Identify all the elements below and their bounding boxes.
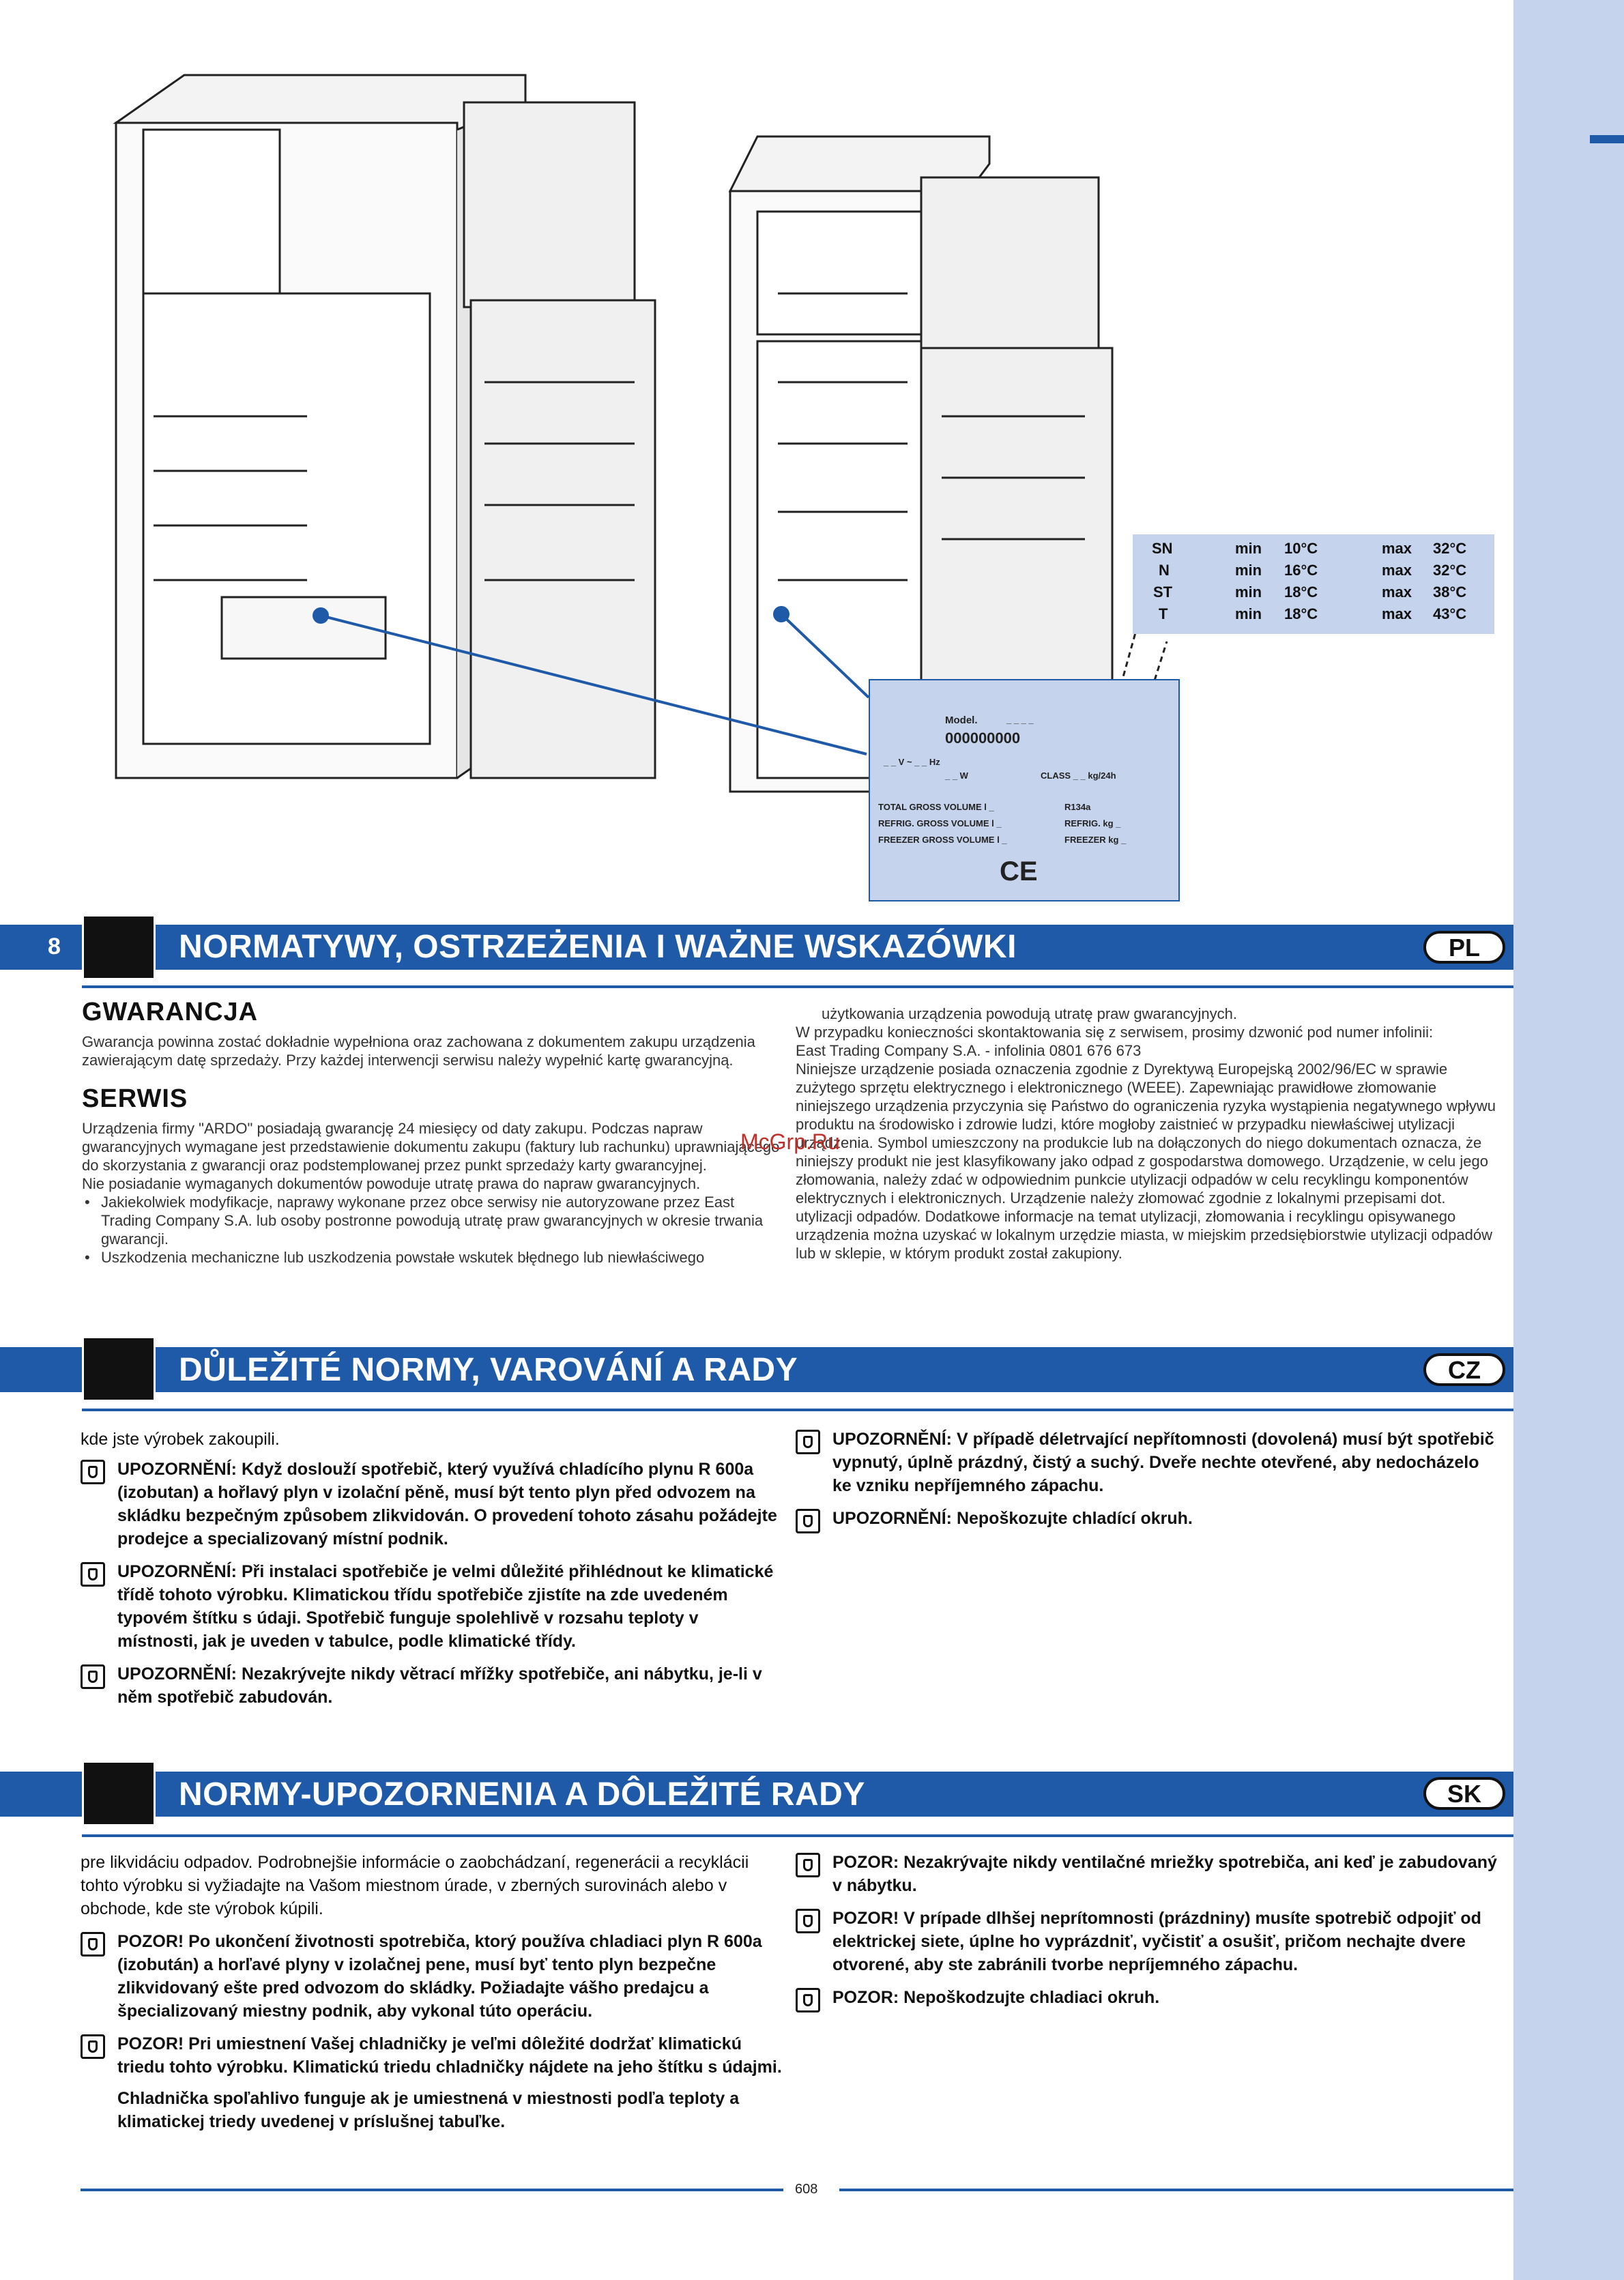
footer-rule <box>839 2189 1513 2191</box>
cz-right-column: UPOZORNĚNÍ: V případě déletrvající nepří… <box>796 1428 1498 1540</box>
serwis-text: Urządzenia firmy "ARDO" posiadają gwaran… <box>82 1120 780 1174</box>
warning-item: UPOZORNĚNÍ: V případě déletrvající nepří… <box>796 1428 1498 1497</box>
rating-total-volume: TOTAL GROSS VOLUME l _ <box>878 802 994 812</box>
warning-hand-icon <box>81 1460 105 1484</box>
rating-refrig-kg: REFRIG. kg _ <box>1064 818 1121 828</box>
warning-item: UPOZORNĚNÍ: Při instalaci spotřebiče je … <box>81 1560 783 1653</box>
warning-hand-icon <box>81 2034 105 2059</box>
warning-item: UPOZORNĚNÍ: Když doslouží spotřebič, kte… <box>81 1458 783 1550</box>
rating-serial: 000000000 <box>945 730 1021 747</box>
pl-right-text: użytkowania urządzenia powodują utratę p… <box>822 1005 1238 1022</box>
divider <box>82 985 1513 988</box>
rating-refrigerant: R134a <box>1064 802 1091 812</box>
warning-item: UPOZORNĚNÍ: Nepoškozujte chladící okruh. <box>796 1507 1498 1533</box>
warning-item: POZOR: Nepoškodzujte chladiaci okruh. <box>796 1986 1498 2012</box>
warning-hand-icon <box>81 1932 105 1957</box>
climate-row: SN min 10°C max 32°C <box>1152 540 1467 557</box>
pl-right-text: Niniejsze urządzenie posiada oznaczenia … <box>796 1060 1496 1262</box>
bullet-item: Uszkodzenia mechaniczne lub uszkodzenia … <box>82 1248 782 1267</box>
warning-hand-icon <box>796 1909 820 1933</box>
warning-hand-icon <box>81 1664 105 1689</box>
rating-model-dash: _ _ _ _ <box>1006 715 1034 725</box>
section-title-sk: NORMY-UPOZORNENIA A DÔLEŽITÉ RADY <box>179 1776 865 1813</box>
sk-left-column: pre likvidáciu odpadov. Podrobnejšie inf… <box>81 1851 783 2143</box>
pl-left-column: GWARANCJA Gwarancja powinna zostać dokła… <box>82 998 782 1267</box>
cz-intro: kde jste výrobek zakoupili. <box>81 1430 280 1449</box>
section-title-cz: DŮLEŽITÉ NORMY, VAROVÁNÍ A RADY <box>179 1352 798 1388</box>
warning-hand-icon <box>796 1430 820 1454</box>
rating-freezer-volume: FREEZER GROSS VOLUME l _ <box>878 835 1007 845</box>
rating-model: Model. <box>945 715 978 726</box>
serwis-text-2: Nie posiadanie wymaganych dokumentów pow… <box>82 1175 701 1192</box>
heading-serwis: SERWIS <box>82 1084 188 1113</box>
cz-left-column: kde jste výrobek zakoupili. UPOZORNĚNÍ: … <box>81 1428 783 1718</box>
warning-hand-icon <box>81 1562 105 1587</box>
book-icon <box>82 1336 156 1402</box>
divider <box>82 1409 1513 1411</box>
section-band-pl <box>0 925 1513 970</box>
climate-row: N min 16°C max 32°C <box>1159 562 1467 579</box>
sk-intro: pre likvidáciu odpadov. Podrobnejšie inf… <box>81 1853 749 1918</box>
climate-row: T min 18°C max 43°C <box>1159 605 1467 622</box>
section-band-cz <box>0 1347 1513 1392</box>
rating-volts: _ _ V ~ _ _ Hz <box>884 757 940 767</box>
book-icon <box>82 914 156 980</box>
warning-item: POZOR! Pri umiestnení Vašej chladničky j… <box>81 2032 783 2133</box>
warning-item: POZOR! Po ukončení životnosti spotrebiča… <box>81 1930 783 2023</box>
warning-hand-icon <box>796 1853 820 1877</box>
rating-refrig-volume: REFRIG. GROSS VOLUME l _ <box>878 818 1002 828</box>
page-number: 608 <box>795 2182 818 2197</box>
section-band-sk <box>0 1772 1513 1817</box>
watermark: McGrp.Ru <box>740 1129 840 1154</box>
language-badge-sk: SK <box>1423 1777 1505 1810</box>
pl-right-text: East Trading Company S.A. - infolinia 08… <box>796 1042 1142 1059</box>
rating-plate: Model. _ _ _ _ 000000000 _ _ V ~ _ _ Hz … <box>869 679 1180 901</box>
climate-row: ST min 18°C max 38°C <box>1153 583 1467 601</box>
sk-right-column: POZOR: Nezakrývajte nikdy ventilačné mri… <box>796 1851 1498 2019</box>
page-section-number: 8 <box>48 934 61 959</box>
warning-hand-icon <box>796 1988 820 2012</box>
section-title-pl: NORMATYWY, OSTRZEŻENIA I WAŻNE WSKAZÓWKI <box>179 929 1017 965</box>
rating-class: CLASS _ _ kg/24h <box>1041 770 1116 781</box>
side-color-bar <box>1513 0 1624 2280</box>
rating-freezer-kg: FREEZER kg _ <box>1064 835 1127 845</box>
warning-hand-icon <box>796 1509 820 1533</box>
book-icon <box>82 1761 156 1826</box>
side-tab-marker <box>1590 135 1624 143</box>
fridge-illustration <box>113 74 1168 793</box>
language-badge-cz: CZ <box>1423 1353 1505 1386</box>
rating-watts: _ _ W <box>945 770 968 781</box>
footer-rule <box>81 2189 783 2191</box>
pl-right-column: użytkowania urządzenia powodują utratę p… <box>796 1005 1498 1262</box>
warning-item: POZOR: Nezakrývajte nikdy ventilačné mri… <box>796 1851 1498 1897</box>
divider <box>82 1834 1513 1837</box>
language-badge-pl: PL <box>1423 931 1505 964</box>
gwarancja-text: Gwarancja powinna zostać dokładnie wypeł… <box>82 1033 755 1069</box>
warning-item: POZOR! V prípade dlhšej neprítomnosti (p… <box>796 1907 1498 1976</box>
warning-item: UPOZORNĚNÍ: Nezakrývejte nikdy větrací m… <box>81 1662 783 1709</box>
ce-mark: CE <box>1000 856 1038 886</box>
climate-class-table: SN min 10°C max 32°C N min 16°C max 32°C… <box>1133 534 1494 634</box>
bullet-item: Jakiekolwiek modyfikacje, naprawy wykona… <box>82 1193 782 1248</box>
heading-gwarancja: GWARANCJA <box>82 998 259 1026</box>
pl-right-text: W przypadku konieczności skontaktowania … <box>796 1024 1434 1041</box>
